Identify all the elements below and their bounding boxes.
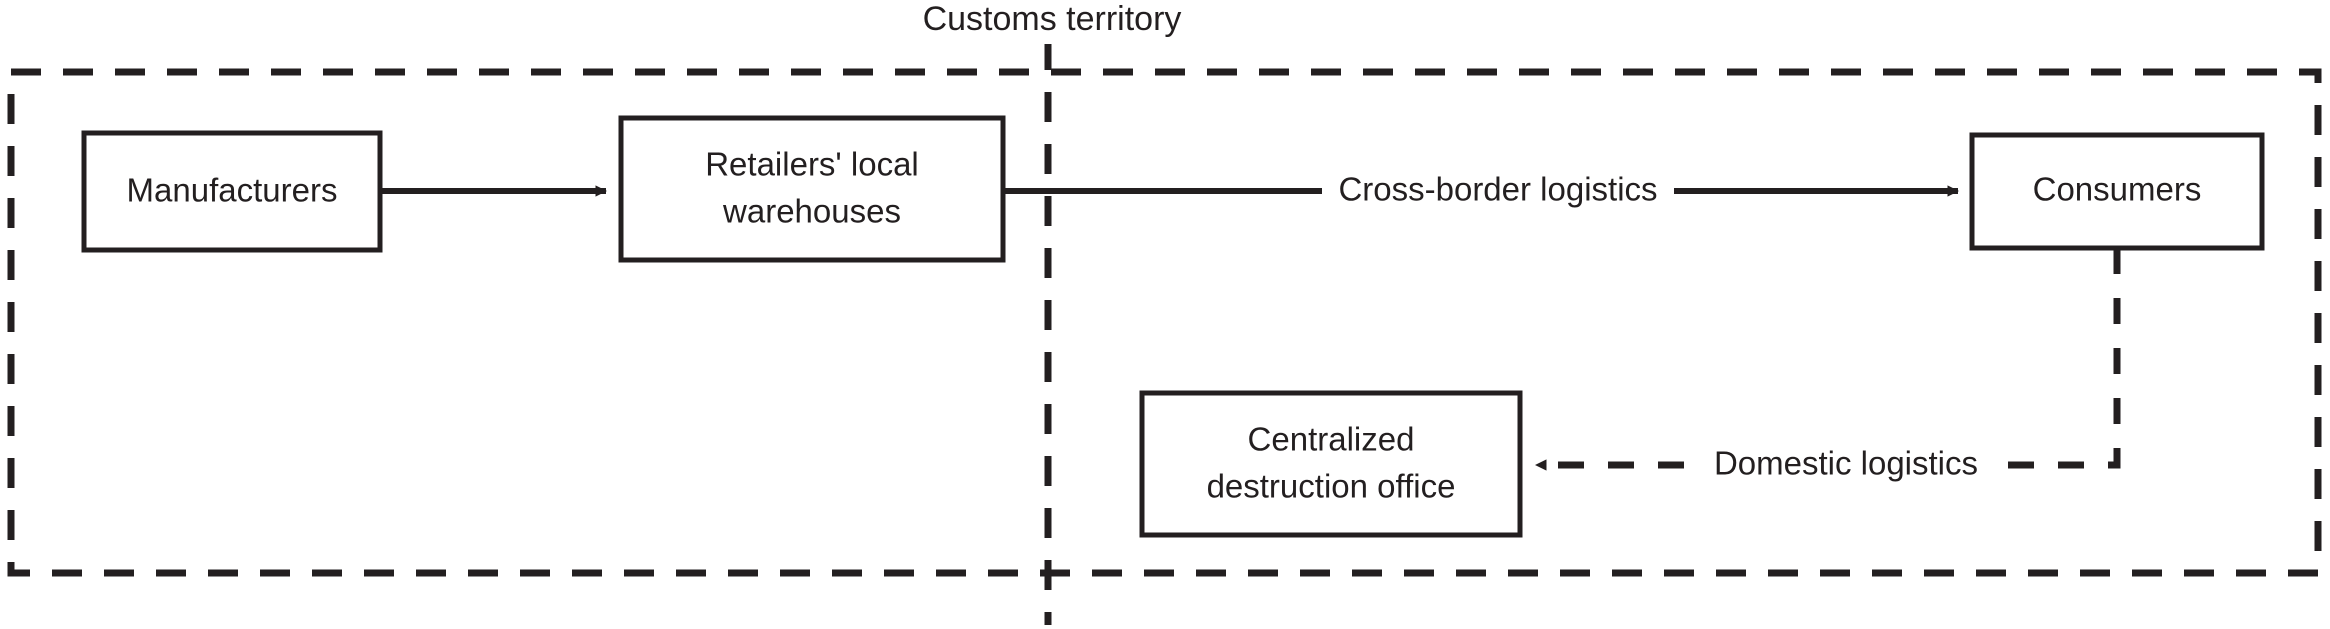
edge-label-domestic-logistics: Domestic logistics	[1714, 445, 1978, 482]
node-manufacturers-box[interactable]	[81, 130, 383, 253]
node-manufacturers[interactable]: Manufacturers	[81, 130, 383, 253]
node-centralized-destruction-office[interactable]: Centralized destruction office	[1139, 390, 1523, 538]
edge-consumers-to-destruction-office: Domestic logistics	[1535, 248, 2121, 486]
edge-label-backdrop	[1700, 444, 1992, 486]
customs-territory-label-group: Customs territory	[905, 0, 1199, 44]
edge-label-cross-border-logistics: Cross-border logistics	[1338, 171, 1657, 208]
node-consumers-box[interactable]	[1969, 132, 2265, 251]
node-retailers-local-warehouses-label-line1: Retailers' local	[705, 146, 919, 183]
customs-territory-label-backdrop	[905, 0, 1199, 44]
customs-territory-region	[7, 40, 2322, 625]
node-retailers-local-warehouses[interactable]: Retailers' local warehouses	[618, 115, 1006, 263]
edge-label-backdrop	[1322, 170, 1674, 212]
node-manufacturers-label: Manufacturers	[127, 172, 338, 209]
customs-territory-border	[7, 68, 2322, 577]
node-consumers[interactable]: Consumers	[1969, 132, 2265, 251]
edge-warehouses-to-consumers: Cross-border logistics	[1003, 170, 1959, 212]
node-retailers-local-warehouses-label-line2: warehouses	[722, 193, 901, 230]
node-retailers-local-warehouses-box[interactable]	[618, 115, 1006, 263]
node-centralized-destruction-office-box[interactable]	[1139, 390, 1523, 538]
node-centralized-destruction-office-label-line2: destruction office	[1207, 468, 1456, 505]
node-centralized-destruction-office-label-line1: Centralized	[1248, 421, 1415, 458]
node-consumers-label: Consumers	[2033, 171, 2202, 208]
customs-territory-label: Customs territory	[923, 0, 1182, 38]
edge-line	[1535, 248, 2121, 471]
